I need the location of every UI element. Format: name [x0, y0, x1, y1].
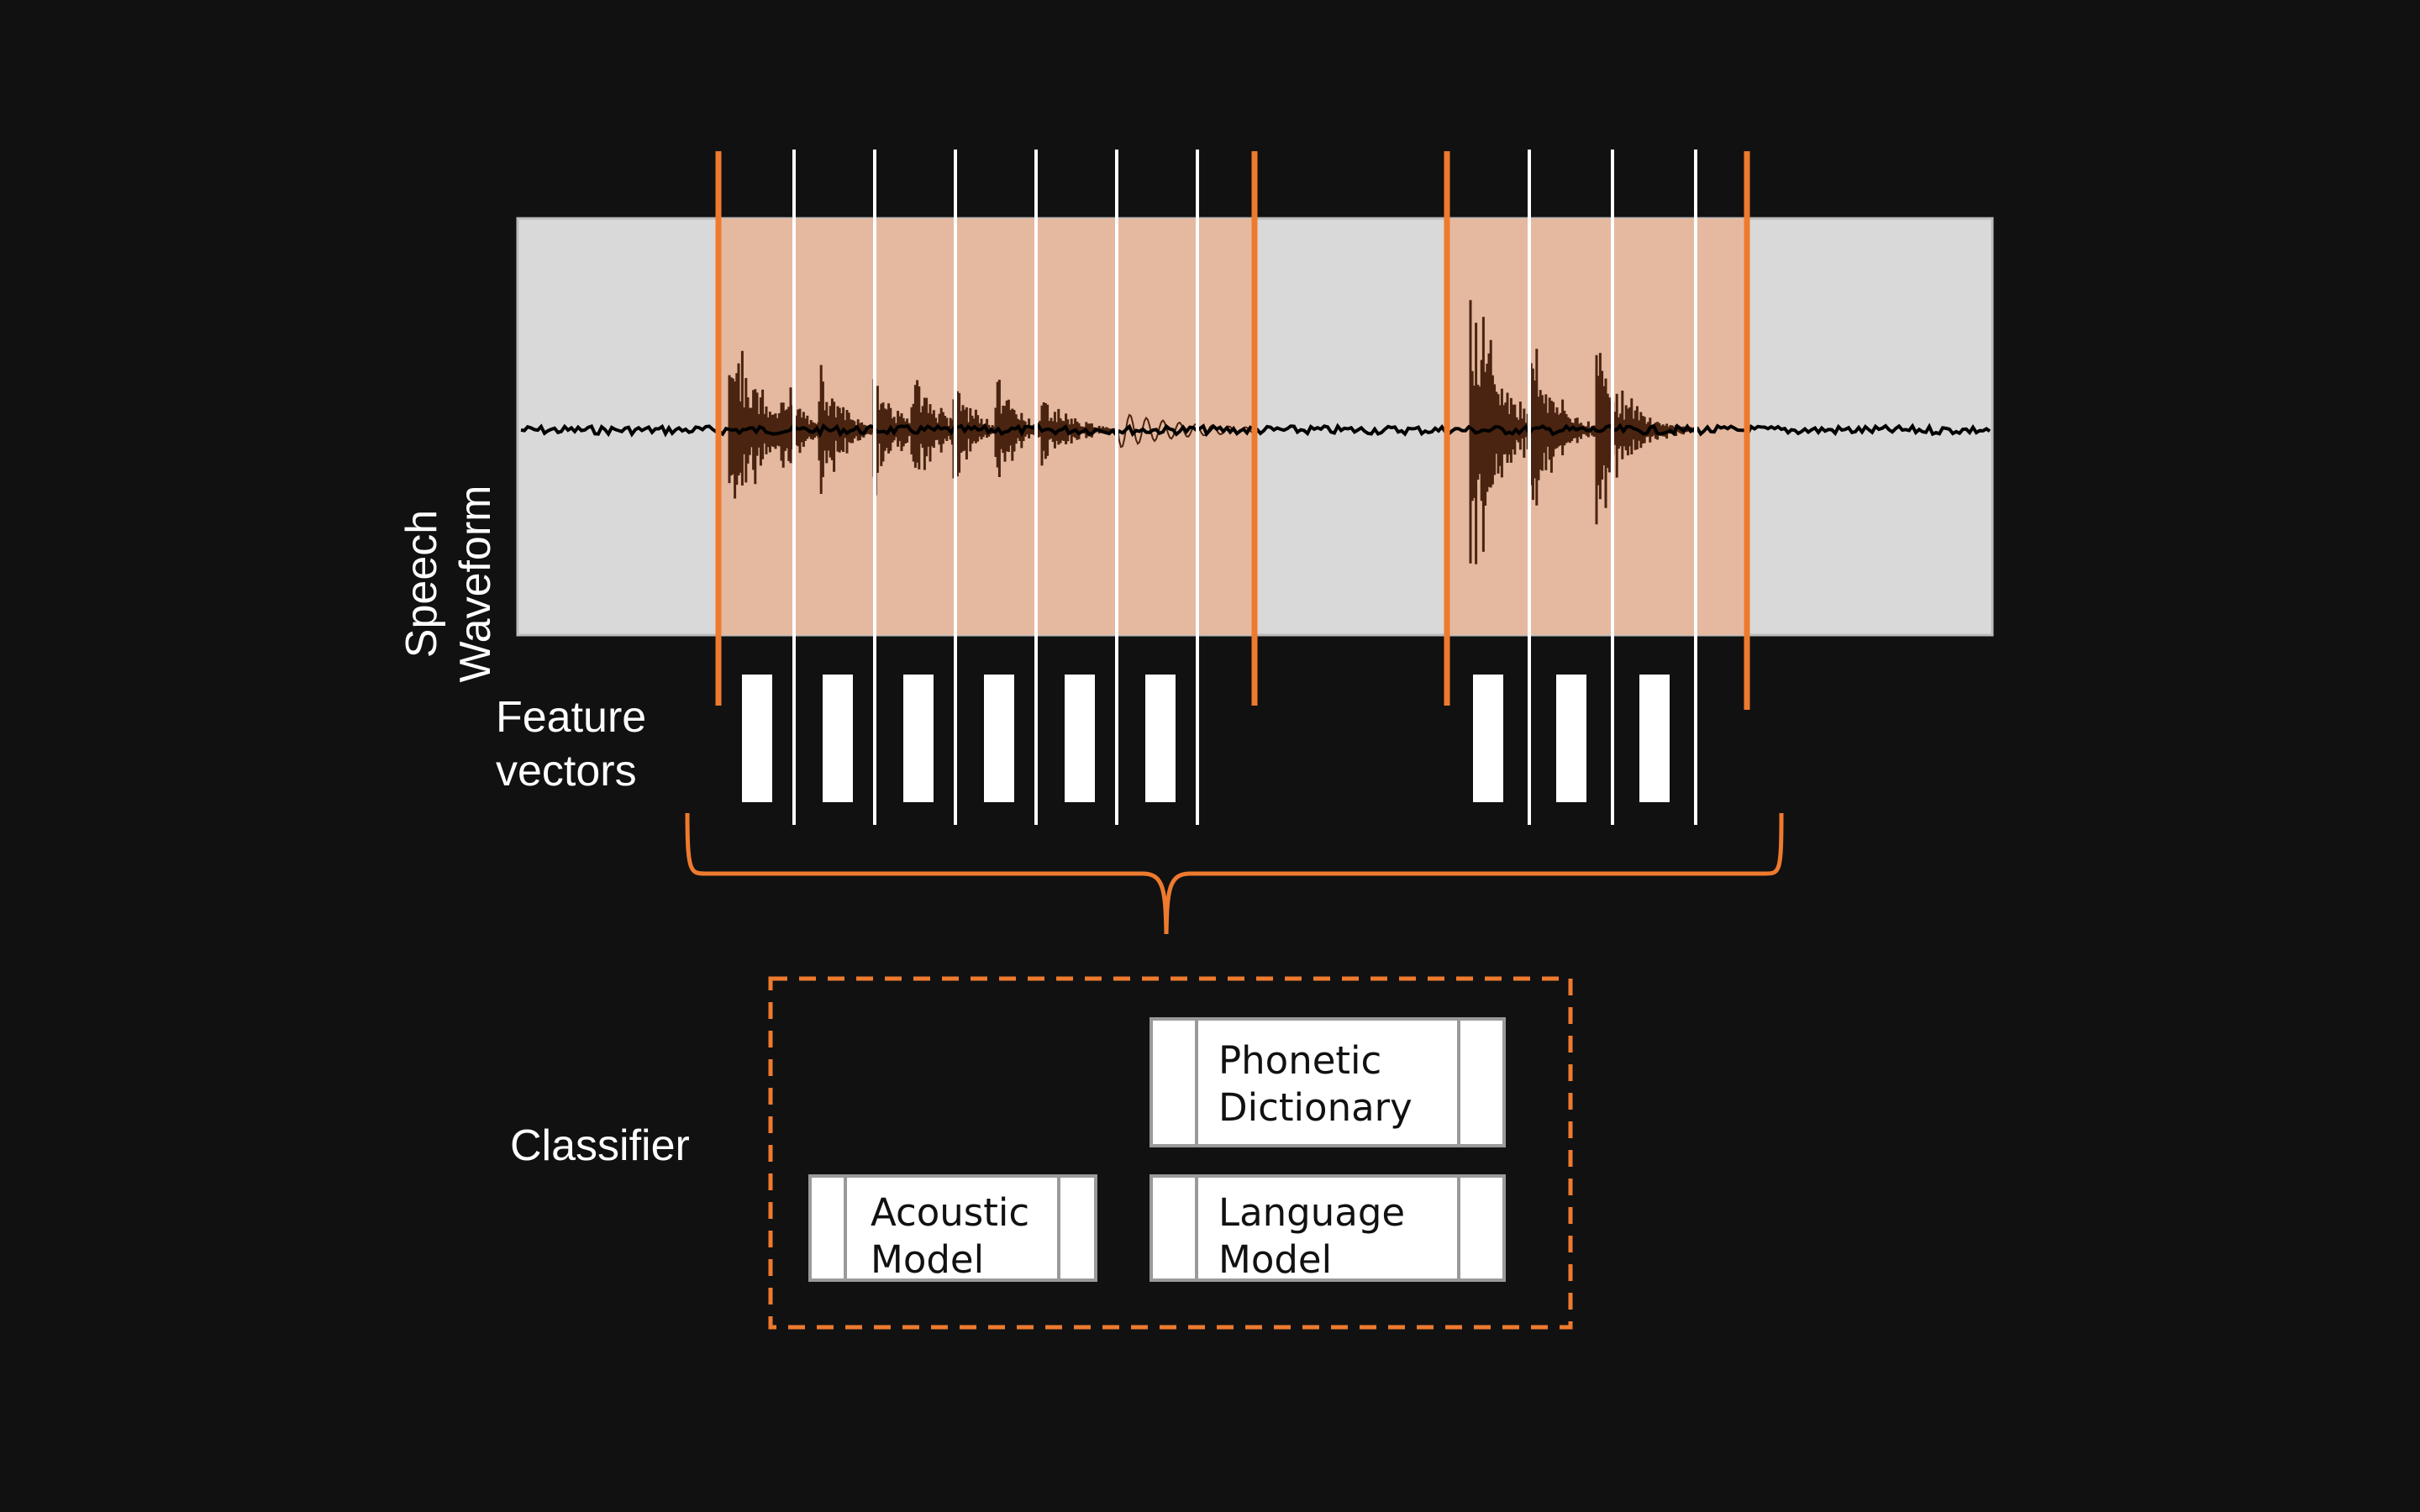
feature-vector-block: [1145, 675, 1176, 802]
feature-vectors-label: Feature vectors: [496, 693, 647, 795]
feature-vector-block: [823, 675, 853, 802]
feature-vector-blocks: [742, 675, 1670, 802]
segment-boundaries: [715, 151, 1750, 710]
box-right-bar: [1457, 1021, 1460, 1144]
acoustic-model-text: Acoustic Model: [871, 1190, 1030, 1282]
feature-vector-block: [1639, 675, 1670, 802]
box-right-bar: [1057, 1178, 1060, 1278]
box-left-bar: [844, 1178, 847, 1278]
feature-vector-block: [742, 675, 772, 802]
language-model-text: Language Model: [1218, 1190, 1406, 1282]
language-model-box: Language Model: [1150, 1174, 1506, 1282]
feature-vector-block: [1556, 675, 1586, 802]
feature-vector-block: [1065, 675, 1095, 802]
phonetic-dictionary-text: Phonetic Dictionary: [1218, 1038, 1413, 1130]
box-left-bar: [1195, 1021, 1198, 1144]
feature-brace: [685, 812, 1784, 935]
waveform-tail: [1117, 413, 1253, 449]
feature-vector-block: [903, 675, 934, 802]
acoustic-model-box: Acoustic Model: [808, 1174, 1097, 1282]
feature-vector-block: [984, 675, 1014, 802]
frame-divider-lines: [792, 150, 1697, 825]
box-right-bar: [1457, 1178, 1460, 1278]
speech-waveform-label: Speech Waveform: [397, 485, 500, 683]
feature-vector-block: [1473, 675, 1503, 802]
phonetic-dictionary-box: Phonetic Dictionary: [1150, 1017, 1506, 1147]
box-left-bar: [1195, 1178, 1198, 1278]
classifier-label: Classifier: [510, 1121, 690, 1170]
classifier-frame: [768, 976, 1573, 1330]
waveform-ringing: [1117, 413, 1253, 449]
